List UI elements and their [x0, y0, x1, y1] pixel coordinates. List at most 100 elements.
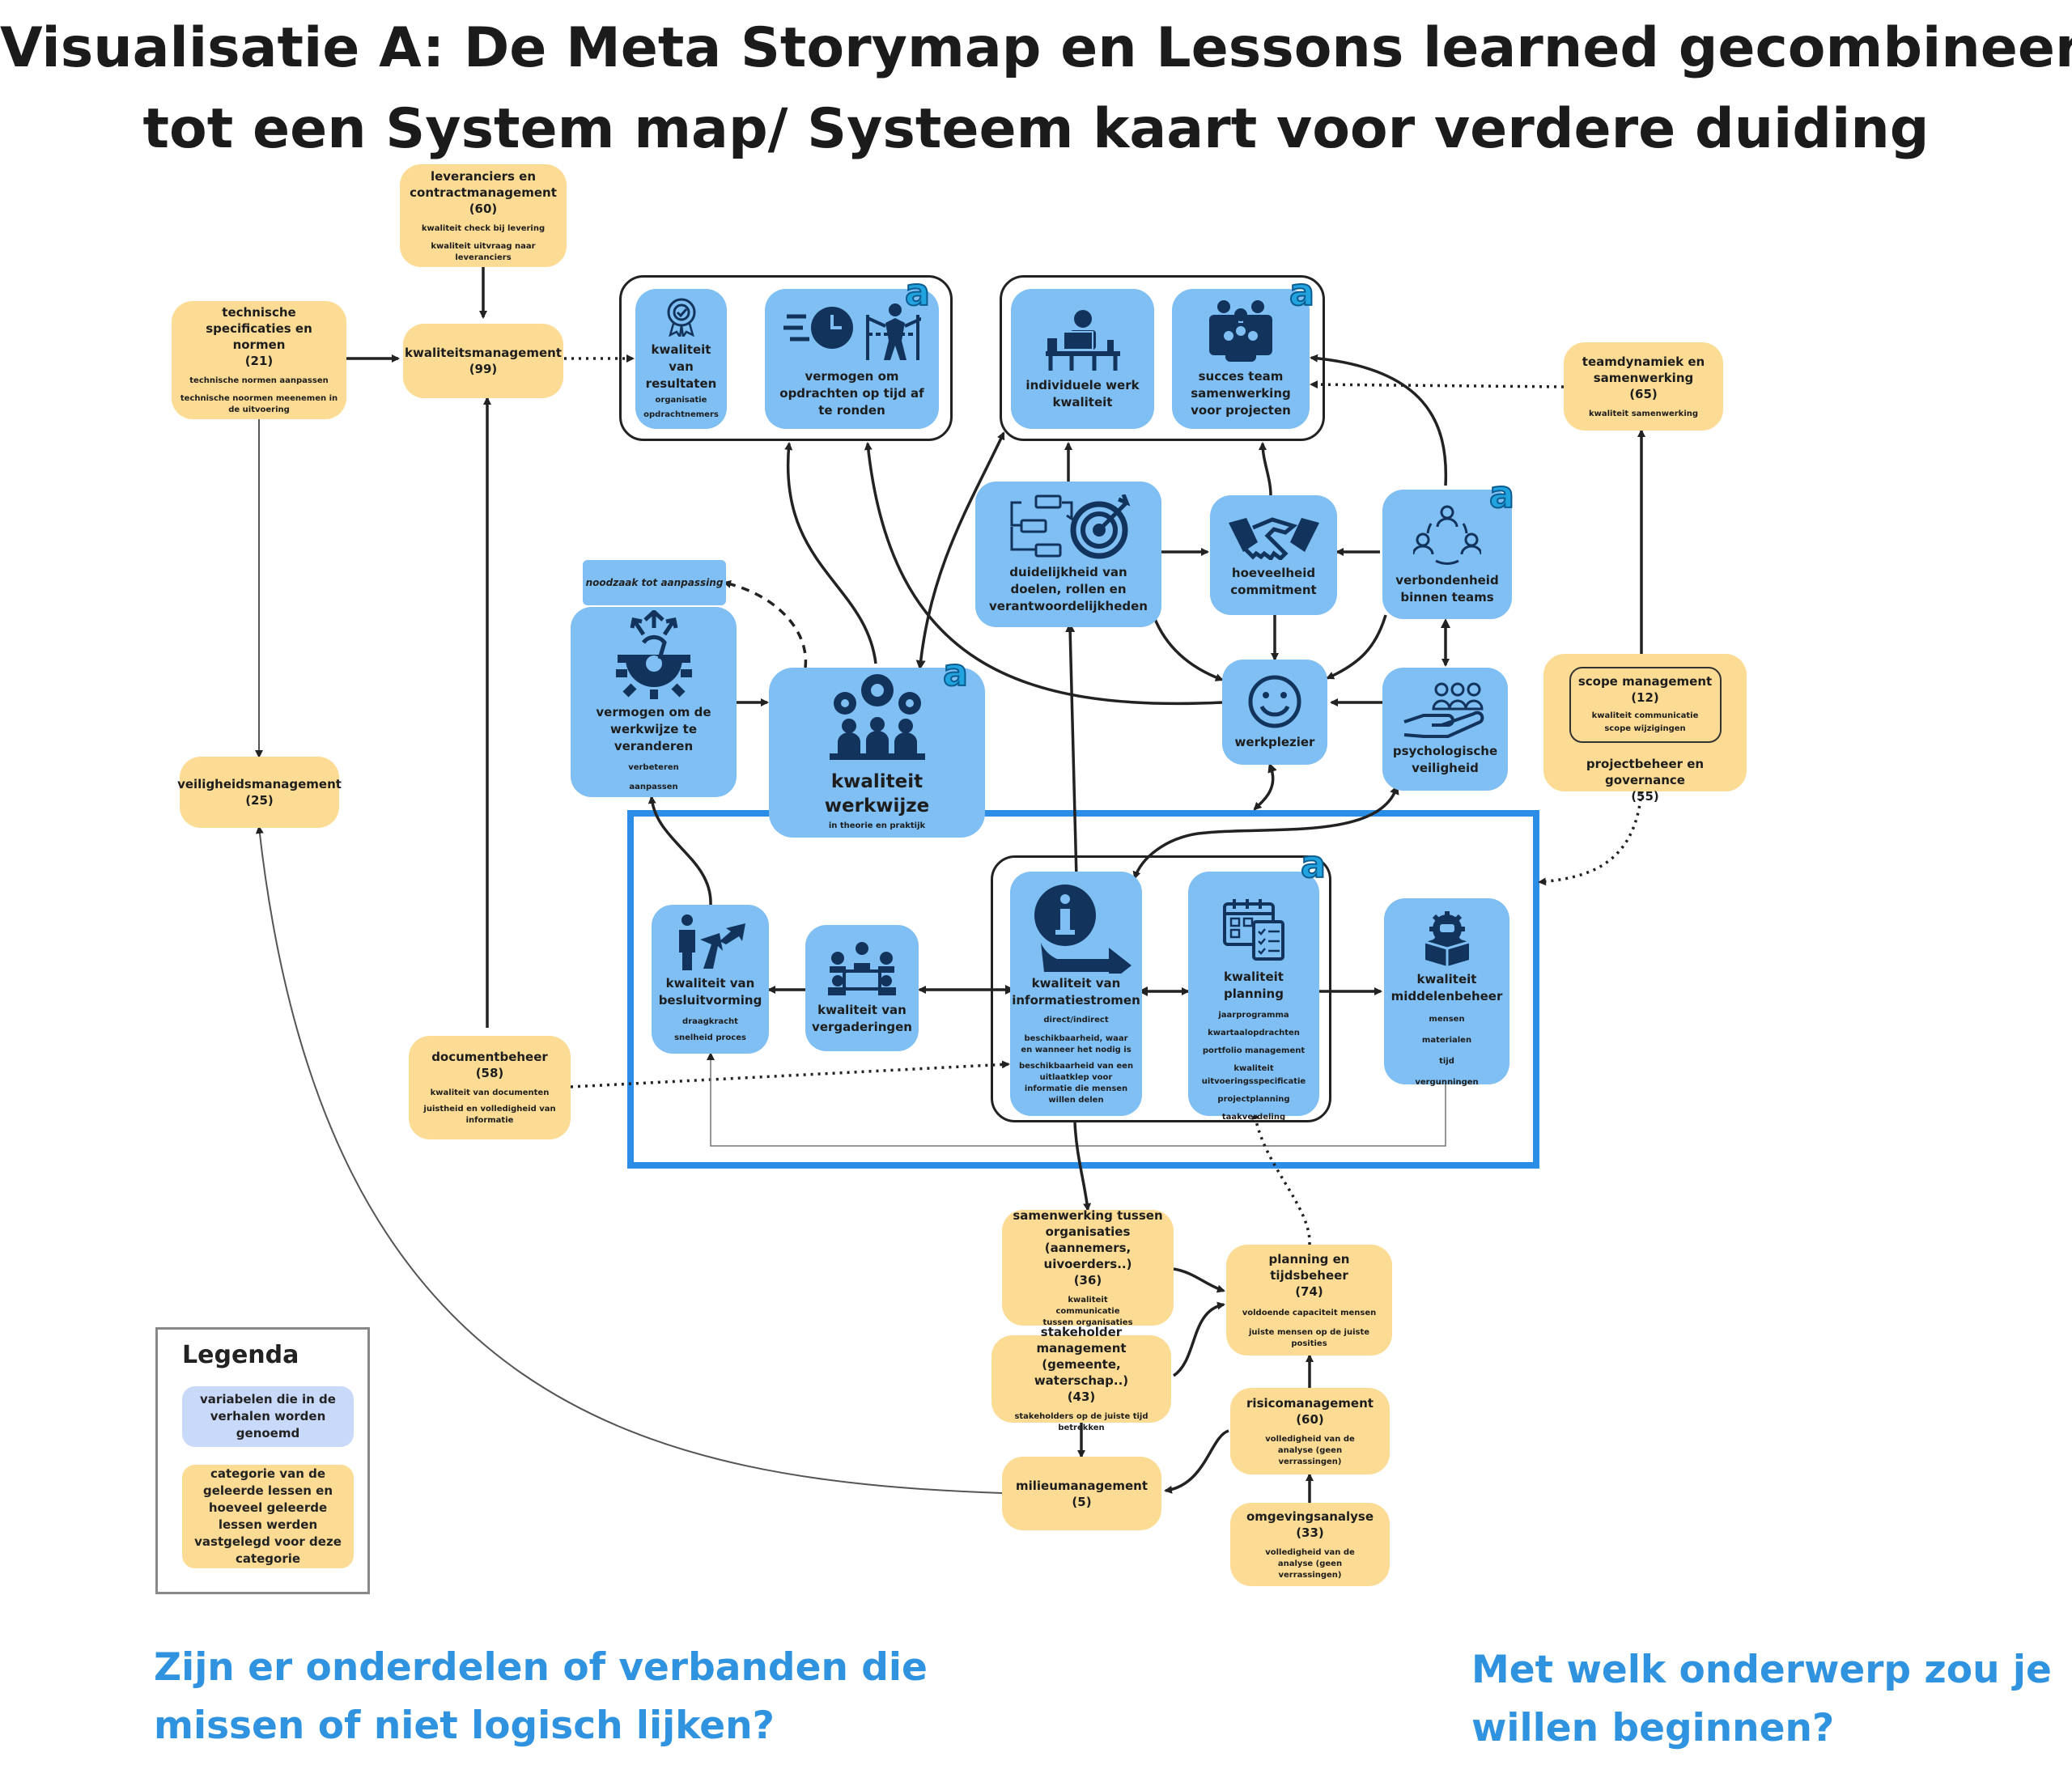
lesson-veiligheid: veiligheidsmanagement (25) [177, 757, 342, 828]
lesson-scope-sub-2: scope wijzigingen [1604, 724, 1686, 733]
smiley-icon [1247, 674, 1302, 729]
lesson-documentbeheer-sub-1: kwaliteit van documenten [430, 1088, 550, 1097]
arrow-risico-milieu [1164, 1429, 1229, 1494]
lesson-documentbeheer: documentbeheer (58) kwaliteit van docume… [409, 1036, 571, 1139]
var-succes-title: succes team samenwerking voor projecten [1191, 369, 1291, 418]
var-veranderen-sub-2: aanpassen [629, 783, 678, 791]
var-informatie-sub-3: beschikbaarheid van een uitlaatklep voor… [1018, 1062, 1134, 1105]
lesson-leveranciers-count: (60) [469, 201, 498, 216]
lesson-omgeving-sub-1: volledigheid van de analyse (geen verras… [1265, 1547, 1355, 1580]
var-resultaten-sub-2: opdrachtnemers [643, 410, 719, 419]
lesson-milieu-title: milieumanagement [1015, 1478, 1149, 1493]
var-werkplezier: werkplezier [1222, 660, 1327, 765]
var-veranderen-sub-1: verbeteren [628, 763, 679, 772]
arrow-besluit-veranderen [648, 796, 712, 906]
lesson-scope-sub-1: kwaliteit communicatie [1591, 711, 1699, 720]
var-resultaten-title: kwaliteit van resultaten [645, 342, 717, 391]
a-mark-verbondenheid: a [1488, 473, 1515, 516]
var-informatie-sub-1: direct/indirect [1043, 1016, 1109, 1025]
var-vergaderingen: kwaliteit van vergaderingen [805, 925, 919, 1051]
lesson-planning-tijd-sub-2: juiste mensen op de juiste posities [1248, 1327, 1370, 1348]
group-results [619, 275, 953, 441]
lesson-planning-tijd-sub-1: voldoende capaciteit mensen [1242, 1308, 1377, 1317]
var-verbondenheid-title: verbondenheid binnen teams [1395, 573, 1499, 605]
arrow-commitment-succes [1259, 442, 1272, 496]
var-werkwijze-sub-1: in theorie en praktijk [828, 821, 926, 830]
lesson-planning-tijd-title: planning en tijdsbeheer [1268, 1251, 1350, 1283]
arrow-werkwijze-individueel [915, 431, 1005, 670]
lesson-documentbeheer-title: documentbeheer [431, 1050, 548, 1064]
arrow-stakeholder-planning [1172, 1301, 1225, 1377]
lesson-documentbeheer-count: (58) [475, 1066, 504, 1080]
var-planning-sub-3: portfolio management [1202, 1046, 1306, 1055]
meeting-icon [822, 940, 902, 997]
lesson-samenwerking-org: samenwerking tussen organisaties (aannem… [1002, 1208, 1174, 1327]
var-planning-sub-6: taakverdeling [1221, 1113, 1286, 1122]
var-besluit-sub-2: snelheid proces [674, 1033, 746, 1042]
var-opdrachten: vermogen om opdrachten op tijd af te ron… [765, 289, 939, 429]
lesson-technische-count: (21) [244, 354, 274, 368]
lesson-milieu-count: (5) [1072, 1494, 1092, 1509]
lesson-documentbeheer-sub-2: juistheid en volledigheid van informatie [423, 1105, 556, 1125]
lesson-technische-title: technische specificaties en normen [206, 305, 312, 352]
certificate-icon [662, 296, 701, 337]
arrow-documentbeheer-informatie [570, 1060, 1010, 1088]
lesson-scope-title: scope management [1577, 674, 1713, 689]
team-gears-icon [1204, 299, 1277, 363]
var-planning-sub-5: projectplanning [1217, 1095, 1290, 1104]
lesson-teamdynamiek: teamdynamiek en samenwerking (65) kwalit… [1564, 342, 1723, 431]
lesson-planning-tijd: planning en tijdsbeheer (74) voldoende c… [1226, 1245, 1392, 1356]
var-succes: succes team samenwerking voor projecten [1172, 289, 1310, 429]
question-left: Zijn er onderdelen of verbanden die miss… [154, 1645, 928, 1748]
arrow-teamdynamiek-succes [1310, 380, 1565, 389]
var-werkplezier-title: werkplezier [1234, 734, 1315, 749]
lesson-scope-inner: scope management (12) kwaliteit communic… [1569, 667, 1722, 743]
arrow-informatie-samenwerking-org [1073, 1122, 1092, 1211]
lesson-kwaliteitsmanagement: kwaliteitsmanagement (99) [403, 324, 563, 398]
decision-person-icon [674, 914, 747, 970]
lesson-kwaliteitsmanagement-count: (99) [469, 362, 498, 376]
arrow-duidelijkheid-werkplezier [1152, 614, 1224, 681]
var-planning: kwaliteit planning jaarprogramma kwartaa… [1188, 872, 1319, 1122]
var-psych: psychologische veiligheid [1382, 668, 1508, 791]
arrow-psych-informatie [1132, 784, 1399, 880]
arrow-werkwijze-opdrachten [784, 442, 877, 664]
resource-box-icon [1419, 910, 1475, 966]
legend-blue-item: variabelen die in de verhalen worden gen… [182, 1386, 354, 1447]
lesson-teamdynamiek-sub-1: kwaliteit samenwerking [1588, 409, 1699, 418]
lesson-samenwerking-org-sub-1: kwaliteit communicatie tussen organisati… [1042, 1295, 1133, 1327]
lesson-risico-title: risicomanagement [1246, 1395, 1374, 1411]
var-middelen-sub-1: mensen [1429, 1015, 1465, 1024]
arrow-werkplezier-frame [1253, 762, 1277, 811]
var-besluit-title: kwaliteit van besluitvorming [658, 976, 762, 1008]
focus-frame [627, 810, 1539, 1169]
handshake-icon [1225, 511, 1323, 560]
var-vergaderingen-title: kwaliteit van vergaderingen [812, 1003, 912, 1034]
var-informatie: kwaliteit van informatiestromen direct/i… [1010, 872, 1142, 1116]
var-middelen-title: kwaliteit middelenbeheer [1391, 972, 1503, 1003]
var-resultaten-sub-1: organisatie [655, 396, 707, 405]
var-planning-title: kwaliteit planning [1224, 969, 1284, 1001]
var-commitment-title: hoeveelheid commitment [1230, 566, 1317, 597]
var-besluit-sub-1: draagkracht [682, 1017, 738, 1026]
var-duidelijkheid-title: duidelijkheid van doelen, rollen en vera… [989, 564, 1148, 613]
lesson-leveranciers-sub-1: kwaliteit check bij levering [421, 223, 546, 233]
arrow-verbondenheid-werkplezier [1326, 614, 1387, 680]
var-informatie-sub-2: beschikbaarheid, waar en wanneer het nod… [1021, 1034, 1132, 1054]
var-veranderen: vermogen om de werkwijze te veranderen v… [571, 607, 737, 797]
lesson-omgeving: omgevingsanalyse (33) volledigheid van d… [1230, 1503, 1390, 1586]
arrow-milieu-veiligheid [255, 825, 1003, 1494]
arrow-planningtijd-planning [1251, 1111, 1311, 1245]
var-individueel: individuele werk kwaliteit [1011, 289, 1154, 429]
lesson-scope-count: (12) [1631, 690, 1659, 705]
lesson-planning-tijd-count: (74) [1295, 1283, 1323, 1299]
lesson-stakeholder-sub-1: stakeholders op de juiste tijd betrekken [1014, 1412, 1149, 1432]
lesson-kwaliteitsmanagement-title: kwaliteitsmanagement [405, 346, 562, 360]
flow-target-icon [1004, 494, 1133, 559]
a-mark-werkwijze: a [942, 651, 969, 694]
calendar-icon [1221, 897, 1286, 961]
arrow-duidelijkheid-informatie [1065, 622, 1081, 880]
var-besluit: kwaliteit van besluitvorming draagkracht… [652, 905, 769, 1054]
var-middelen-sub-4: vergunningen [1415, 1078, 1479, 1087]
arrow-projectbeheer-frame [1538, 791, 1643, 886]
